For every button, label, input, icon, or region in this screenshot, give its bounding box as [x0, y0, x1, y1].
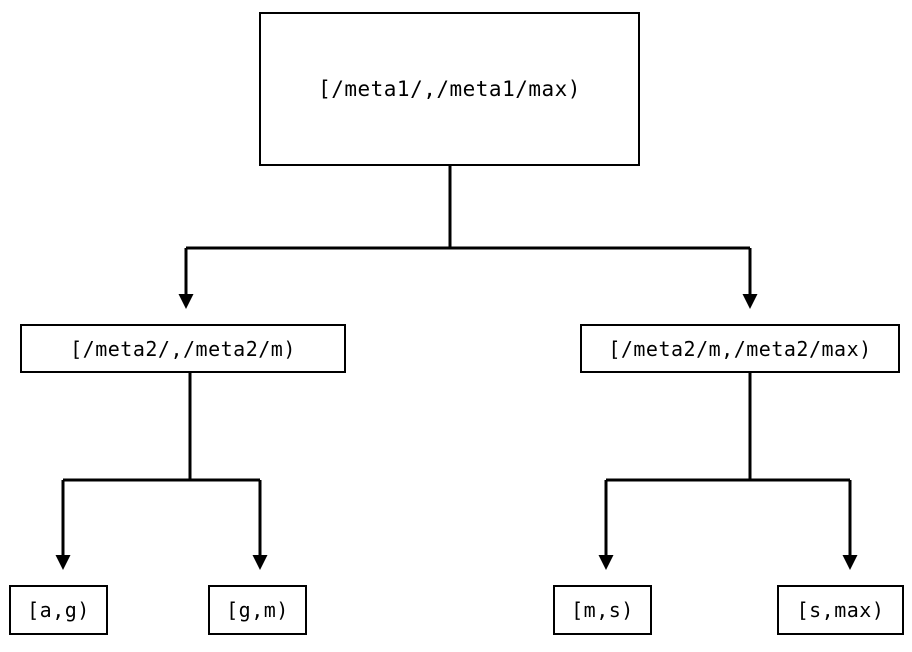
node-mid-left-label: [/meta2/,/meta2/m) [70, 336, 296, 361]
node-leaf-a-g[interactable]: [a,g) [9, 585, 108, 635]
node-leaf-m-s-label: [m,s) [571, 598, 634, 622]
node-leaf-s-max-label: [s,max) [796, 598, 885, 622]
node-mid-right-label: [/meta2/m,/meta2/max) [608, 336, 872, 361]
node-leaf-s-max[interactable]: [s,max) [777, 585, 904, 635]
node-root[interactable]: [/meta1/,/meta1/max) [259, 12, 640, 166]
node-mid-right[interactable]: [/meta2/m,/meta2/max) [580, 324, 900, 373]
node-mid-left[interactable]: [/meta2/,/meta2/m) [20, 324, 346, 373]
arrowhead-mid-right-to-leaf4 [842, 555, 858, 570]
node-root-label: [/meta1/,/meta1/max) [318, 76, 581, 101]
arrowhead-mid-left-to-leaf1 [55, 555, 71, 570]
arrowhead-mid-right-to-leaf3 [598, 555, 614, 570]
node-leaf-m-s[interactable]: [m,s) [553, 585, 652, 635]
arrowhead-root-to-mid-left [178, 294, 194, 309]
node-leaf-g-m-label: [g,m) [226, 598, 289, 622]
arrowhead-root-to-mid-right [742, 294, 758, 309]
arrowhead-mid-left-to-leaf2 [252, 555, 268, 570]
node-leaf-a-g-label: [a,g) [27, 598, 90, 622]
node-leaf-g-m[interactable]: [g,m) [208, 585, 307, 635]
